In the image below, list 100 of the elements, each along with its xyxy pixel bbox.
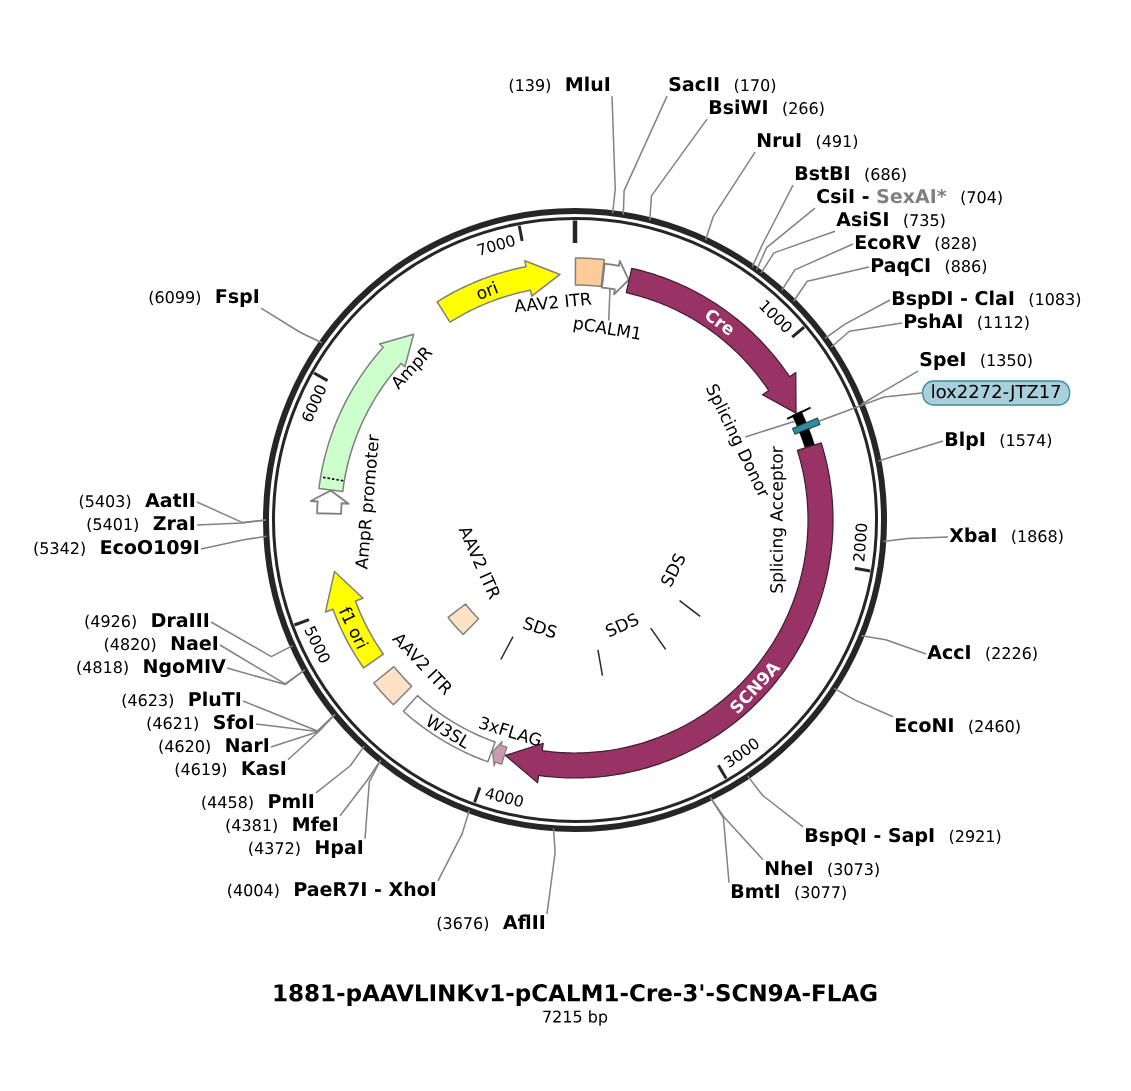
enzyme-label: PaeR7I - XhoI [295,881,436,897]
position-label: (2226) [986,646,1037,662]
feature-block [601,259,630,296]
position-label: (170) [734,78,776,94]
leader-line [830,322,903,348]
enzyme-label: AsiSI [836,211,888,227]
enzyme-label: SfoI [214,714,254,730]
enzyme-label: BmtI [731,884,779,898]
enzyme-label: ZraI [153,516,195,531]
leader-line [824,299,891,340]
position-label: (704) [961,190,1002,206]
leader-line [781,243,854,292]
position-label: (1350) [981,353,1032,369]
position-label: (5342) [34,541,85,557]
enzyme-label: SacII [669,76,719,92]
enzyme-label: NheI [765,860,812,876]
leader-line [751,184,794,268]
position-label: (4623) [122,693,173,709]
position-label: (4004) [228,883,279,899]
position-label: (4621) [147,716,198,732]
enzyme-label: BspQI - SapI [805,827,934,846]
leader-line [339,759,382,817]
enzyme-label: CsiI - SexAI* [817,188,947,204]
leader-line [622,95,668,216]
size-label: 7215 bp [543,1010,608,1026]
leader-line [546,827,556,915]
site-label: SDS [522,617,557,638]
enzyme-label: AccI [927,645,970,660]
position-label: (1112) [978,315,1029,331]
position-label: (6099) [149,290,201,306]
enzyme-label: EcoNI [895,718,953,733]
position-label: (4620) [159,739,210,755]
feature-label: Splicing Acceptor [769,446,787,593]
enzyme-label: EcoO109I [101,539,199,555]
feature-label: AmpR promoter [355,434,379,570]
position-label: (5401) [87,517,138,533]
label-box: lox2272-JTZ17 [922,380,1071,406]
title: 1881-pAAVLINKv1-pCALM1-Cre-3'-SCN9A-FLAG [274,984,877,1006]
enzyme-label: BlpI [945,431,985,450]
enzyme-label: BspDI - ClaI [892,290,1014,309]
position-label: (4818) [77,660,128,676]
enzyme-label: XbaI [949,527,996,543]
enzyme-label: PluTI [189,691,241,707]
leader-line [260,307,323,344]
position-label: (139) [509,78,550,94]
leader-line [200,535,268,550]
enzyme-label: NarI [226,738,269,753]
leader-line [792,266,870,303]
position-label: (266) [783,101,824,117]
enzyme-label: NruI [757,133,801,148]
enzyme-label: BsiWI [709,99,767,115]
leader-line [704,151,756,241]
enzyme-label: MluI [566,76,610,92]
leader-line [608,287,611,322]
enzyme-label: KasI [242,761,286,776]
tick-label: 4000 [485,788,523,807]
position-label: (5403) [79,494,131,510]
leader-line [747,775,804,828]
site-label: SDS [661,553,685,587]
leader-line [877,440,944,462]
leader-line [860,635,927,655]
enzyme-label: NgoMIV [144,659,226,678]
leader-line [219,644,306,685]
enzyme-label: PmlI [269,793,314,808]
leader-line [755,207,816,271]
position-label: (4458) [202,795,253,811]
enzyme-label: SpeI [920,351,965,370]
position-label: (4619) [175,762,227,778]
tick-label: 6000 [302,385,326,422]
enzyme-label: PaqCI [871,257,930,276]
position-label: (3073) [828,862,879,878]
position-label: (886) [945,259,987,275]
position-label: (3077) [795,885,846,901]
position-label: (2460) [969,719,1020,735]
enzyme-label: PshAI [904,313,962,329]
leader-line [709,796,764,861]
position-label: (4926) [85,614,136,630]
enzyme-label: EcoRV [855,235,921,250]
leader-line [196,501,267,524]
position-label: (4820) [104,637,156,653]
position-label: (4381) [226,818,277,834]
leader-line [760,230,836,274]
enzyme-label: HpaI [316,840,363,858]
enzyme-label: NaeI [171,636,218,651]
position-label: (1083) [1029,292,1081,308]
leader-line [744,420,796,438]
feature-marker [792,417,821,435]
position-label: (4372) [249,841,300,857]
leader-line [818,392,923,422]
enzyme-label: FspI [216,289,259,307]
enzyme-label: AatII [145,493,195,508]
leader-line [315,745,365,794]
leader-line [833,687,894,718]
leader-line [210,621,294,658]
leader-line [860,370,919,405]
enzyme-label: MfeI [293,816,338,832]
leader-line [611,95,616,215]
leader-line [242,700,336,732]
tick-label: 2000 [853,523,868,562]
leader-line [649,118,708,221]
